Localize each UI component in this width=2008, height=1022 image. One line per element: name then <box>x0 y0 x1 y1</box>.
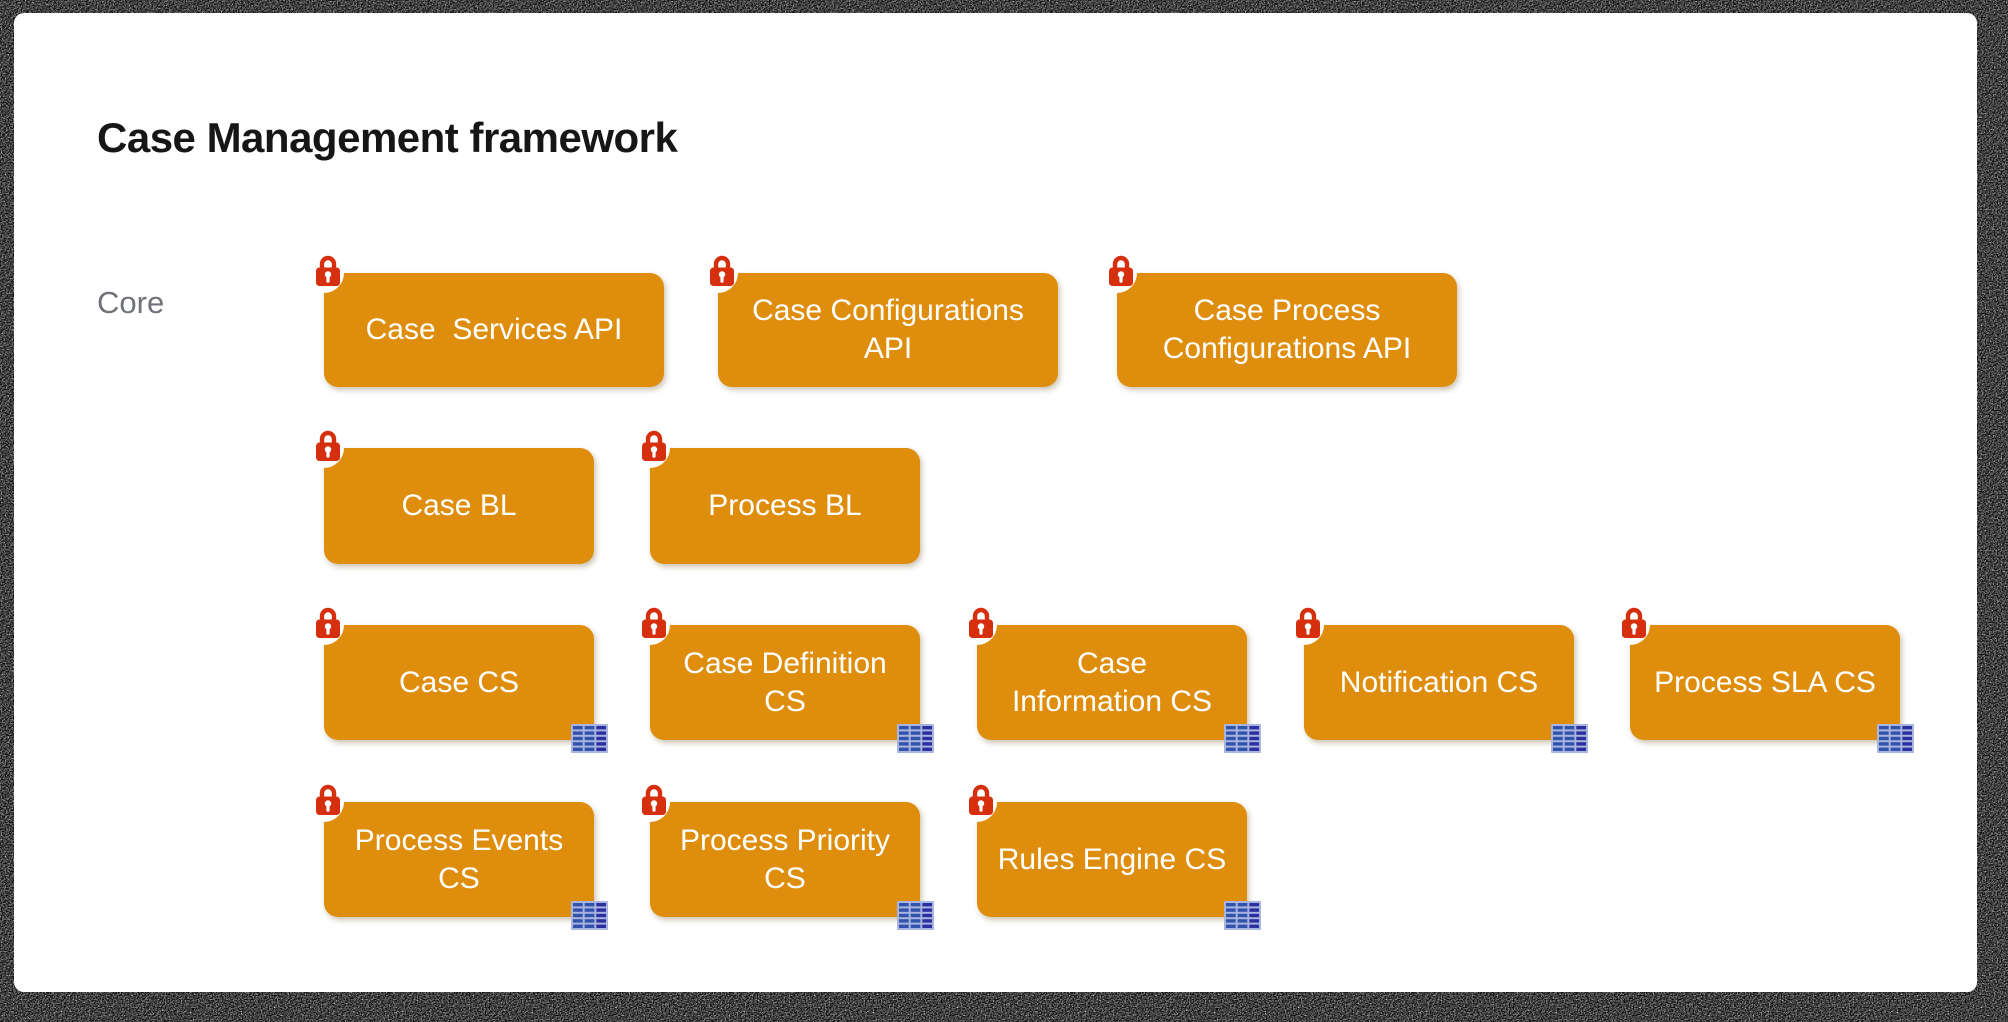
lock-icon <box>641 429 667 462</box>
lock-icon <box>968 783 994 816</box>
box-process-events-cs[interactable]: Process Events CS <box>304 782 608 930</box>
lock-icon <box>315 783 341 816</box>
box-case-cs[interactable]: Case CS <box>304 605 608 753</box>
component-label: Process BL <box>708 489 862 522</box>
lock-icon <box>1295 606 1321 639</box>
box-case-information-cs[interactable]: Case Information CS <box>957 605 1261 753</box>
box-process-bl[interactable]: Process BL <box>630 428 920 564</box>
box-process-sla-cs[interactable]: Process SLA CS <box>1610 605 1914 753</box>
table-icon <box>571 724 608 753</box>
table-icon <box>1224 724 1261 753</box>
box-case-services-api[interactable]: Case Services API <box>304 253 664 387</box>
table-icon <box>1551 724 1588 753</box>
lock-icon <box>709 254 735 287</box>
box-case-configurations-api[interactable]: Case Configurations API <box>698 253 1058 387</box>
component-label: Notification CS <box>1339 665 1539 699</box>
page-title: Case Management framework <box>97 114 678 161</box>
lock-icon <box>968 606 994 639</box>
lock-icon <box>315 606 341 639</box>
box-notification-cs[interactable]: Notification CS <box>1284 605 1588 753</box>
component-label: Process Priority CS <box>679 823 891 895</box>
lock-icon <box>1108 254 1134 287</box>
lock-icon <box>641 606 667 639</box>
component-label: Process Events CS <box>354 823 564 895</box>
table-icon <box>897 901 934 930</box>
component-label: Case Configurations API <box>752 294 1024 365</box>
diagram-canvas: Case Management framework Core Case Serv… <box>14 13 1977 992</box>
lock-icon <box>641 783 667 816</box>
table-icon <box>897 724 934 753</box>
component-label: Case CS <box>398 665 520 699</box>
table-icon <box>571 901 608 930</box>
lock-icon <box>315 254 341 287</box>
component-label: Case Information CS <box>1011 646 1213 718</box>
box-case-definition-cs[interactable]: Case Definition CS <box>630 605 934 753</box>
box-process-priority-cs[interactable]: Process Priority CS <box>630 782 934 930</box>
group-label-core: Core <box>97 285 165 320</box>
component-label: Case Services API <box>365 313 623 346</box>
component-label: Process SLA CS <box>1654 665 1876 699</box>
table-icon <box>1224 901 1261 930</box>
component-label: Rules Engine CS <box>997 842 1227 876</box>
component-label: Case Process Configurations API <box>1162 294 1412 365</box>
box-rules-engine-cs[interactable]: Rules Engine CS <box>957 782 1261 930</box>
table-icon <box>1877 724 1914 753</box>
lock-icon <box>1621 606 1647 639</box>
component-label: Case BL <box>401 489 517 522</box>
box-case-bl[interactable]: Case BL <box>304 428 594 564</box>
box-case-process-configurations-api[interactable]: Case Process Configurations API <box>1097 253 1457 387</box>
lock-icon <box>315 429 341 462</box>
component-label: Case Definition CS <box>683 646 887 718</box>
